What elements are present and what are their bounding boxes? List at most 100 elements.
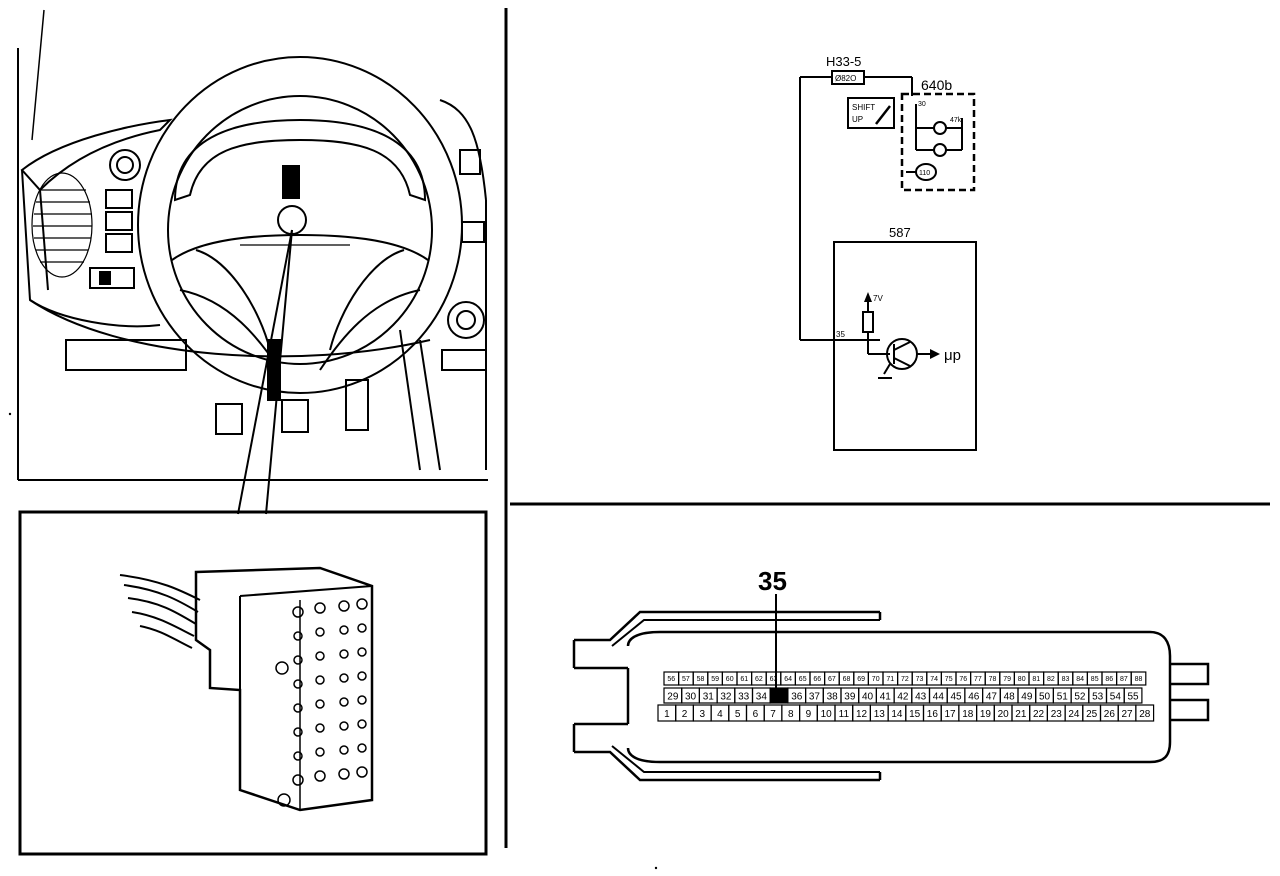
pin-number: 39 (844, 692, 856, 703)
pin-number: 45 (950, 692, 962, 703)
connector-detail-panel (18, 510, 488, 856)
pin-number: 20 (998, 709, 1010, 720)
pin-number: 72 (901, 676, 909, 683)
fuse-label: H33-5 (826, 54, 861, 69)
pin-number: 10 (821, 709, 833, 720)
pin-number: 71 (886, 676, 894, 683)
pin-number: 44 (933, 692, 945, 703)
pin-number: 34 (756, 692, 768, 703)
pin-number: 9 (806, 709, 812, 720)
pin-number: 3 (699, 709, 705, 720)
pin-number: 8 (788, 709, 794, 720)
pin-number: 23 (1051, 709, 1063, 720)
pin-number: 58 (697, 676, 705, 683)
pin-number: 36 (791, 692, 803, 703)
pin-number: 40 (862, 692, 874, 703)
transistor (886, 338, 918, 370)
pin-number: 83 (1062, 676, 1070, 683)
unit-pin-bottom: 110 (919, 170, 930, 177)
pin-number: 48 (1004, 692, 1016, 703)
pin-number: 12 (856, 709, 868, 720)
output-label: μp (944, 347, 961, 364)
pin-number: 28 (1139, 709, 1151, 720)
pin-number: 67 (828, 676, 836, 683)
pin-number: 81 (1032, 676, 1040, 683)
pin-number: 59 (711, 676, 719, 683)
pin-number: 38 (827, 692, 839, 703)
pin-number: 27 (1121, 709, 1133, 720)
pin-number: 2 (682, 709, 688, 720)
pin-number: 78 (989, 676, 997, 683)
pin-number: 14 (891, 709, 903, 720)
pin-number: 33 (738, 692, 750, 703)
right-knob (447, 301, 485, 339)
pin-number: 47 (986, 692, 998, 703)
dashboard-illustration (17, 9, 488, 515)
pin-number: 37 (809, 692, 821, 703)
unit-pin-side: 47k (950, 117, 962, 124)
panel-dividers (504, 8, 1270, 848)
pin-number: 66 (813, 676, 821, 683)
pin-number: 51 (1057, 692, 1069, 703)
pin-number: 75 (945, 676, 953, 683)
pin-number: 35 (773, 692, 785, 703)
pin-number: 77 (974, 676, 982, 683)
pin-number: 63 (770, 676, 778, 683)
pin-number: 16 (927, 709, 939, 720)
supply-label: 7V (873, 294, 883, 303)
pin-number: 7 (770, 709, 776, 720)
scan-dot (654, 866, 658, 870)
pin-number: 42 (897, 692, 909, 703)
left-knob (109, 149, 141, 181)
pin-number: 52 (1074, 692, 1086, 703)
unit-pin-top: 30 (918, 101, 926, 108)
pin-number: 5 (735, 709, 741, 720)
pin-number: 56 (667, 676, 675, 683)
pin-number: 54 (1110, 692, 1122, 703)
pin-number: 15 (909, 709, 921, 720)
pin-number: 41 (880, 692, 892, 703)
pin-number: 29 (667, 692, 679, 703)
fuse-text: Ø82O (835, 74, 856, 83)
pin-callout: 35 (758, 566, 787, 596)
pin-number: 88 (1135, 676, 1143, 683)
pin-number: 30 (685, 692, 697, 703)
pin-number: 49 (1021, 692, 1033, 703)
pin-number: 57 (682, 676, 690, 683)
pin-number: 43 (915, 692, 927, 703)
ecu-587 (833, 241, 977, 451)
pin-number: 69 (857, 676, 865, 683)
shift-text-line1: SHIFT (852, 103, 875, 112)
pin-number: 21 (1015, 709, 1027, 720)
pin-number: 11 (839, 709, 850, 720)
pin-number: 60 (726, 676, 734, 683)
pin-number: 17 (944, 709, 956, 720)
pin-number: 86 (1105, 676, 1113, 683)
pin-number: 31 (703, 692, 715, 703)
pin-number: 22 (1033, 709, 1045, 720)
pin-number: 24 (1068, 709, 1080, 720)
pin-number: 79 (1003, 676, 1011, 683)
scan-dot (8, 412, 12, 416)
ecu-label: 587 (889, 225, 911, 240)
pin-number: 87 (1120, 676, 1128, 683)
pin-number: 55 (1127, 692, 1139, 703)
shift-text-line2: UP (852, 115, 863, 124)
pin-number: 76 (959, 676, 967, 683)
unit-640b (900, 92, 976, 192)
pin-cell (1135, 704, 1155, 722)
shift-up-indicator (847, 97, 895, 129)
pin-cell (1123, 687, 1143, 704)
connector-location-marker (282, 165, 300, 199)
pin-number: 1 (664, 709, 670, 720)
pin-number: 80 (1018, 676, 1026, 683)
unit-label: 640b (921, 77, 952, 93)
pin-number: 18 (962, 709, 974, 720)
pin-number: 65 (799, 676, 807, 683)
pin-number: 26 (1104, 709, 1116, 720)
pin-number: 84 (1076, 676, 1084, 683)
pin-number: 13 (874, 709, 886, 720)
